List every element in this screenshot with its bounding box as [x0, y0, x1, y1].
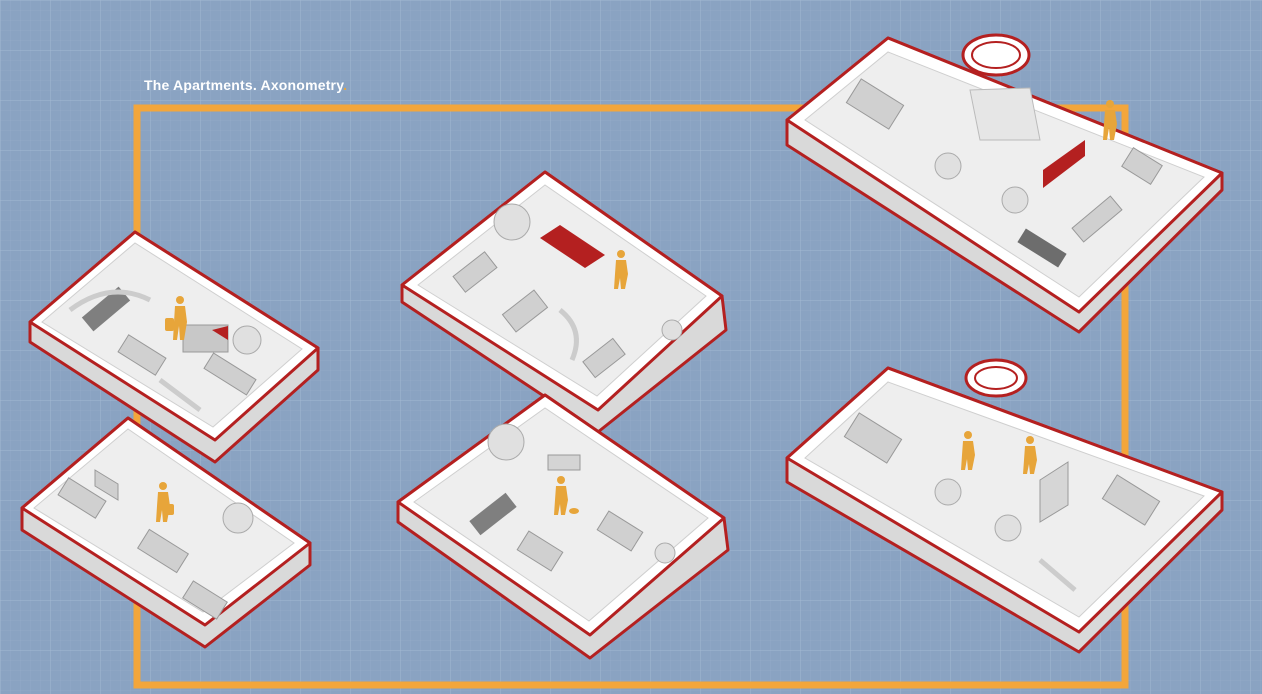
title-end-mark: .: [343, 77, 348, 93]
person-silhouette-icon: [165, 296, 187, 340]
title-text: The Apartments. Axonometry: [144, 77, 344, 93]
page-title: The Apartments. Axonometry.: [144, 77, 347, 93]
person-silhouette-icon: [614, 250, 628, 289]
apartment-right-bottom: [785, 358, 1224, 654]
apartment-right-top: [785, 33, 1224, 334]
person-silhouette-icon: [156, 482, 174, 522]
person-silhouette-icon: [1023, 436, 1037, 474]
person-silhouette-icon: [961, 431, 975, 470]
apartment-middle-top: [400, 170, 728, 434]
person-silhouette-icon: [554, 476, 579, 515]
apartment-left-top: [28, 230, 320, 464]
person-silhouette-icon: [1103, 100, 1117, 140]
